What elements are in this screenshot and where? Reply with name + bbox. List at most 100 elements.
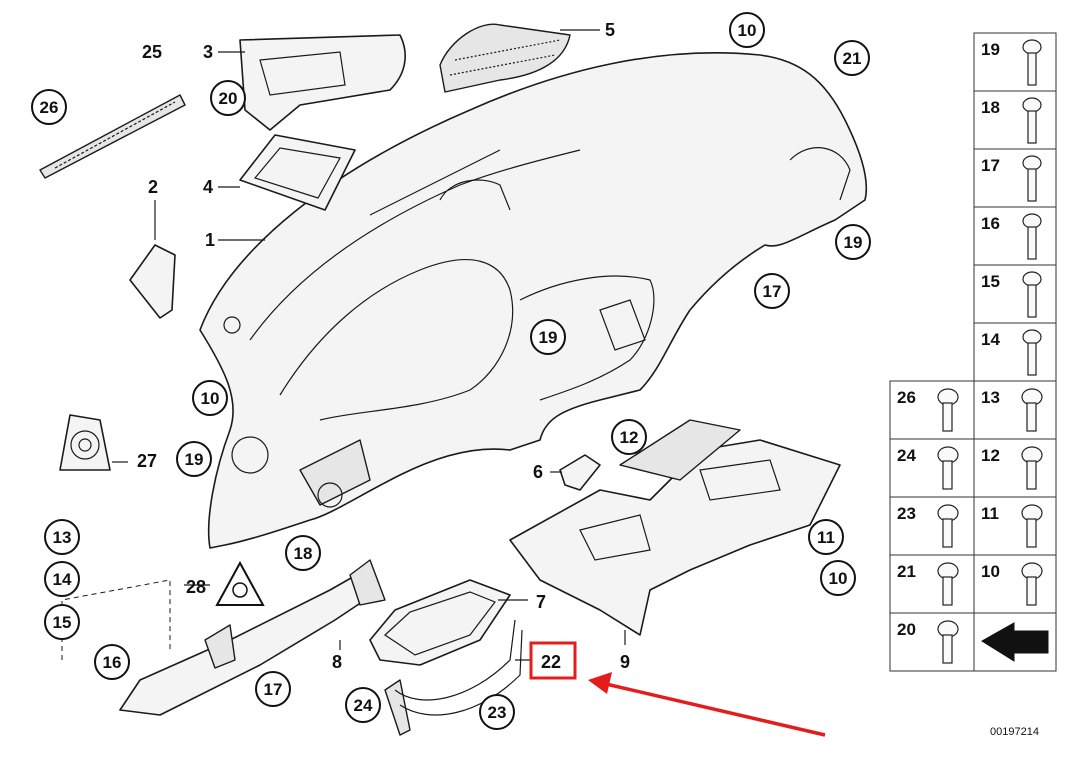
callout-number: 18 <box>294 544 313 563</box>
callout-number: 15 <box>53 613 72 632</box>
retaining-strap-part <box>384 619 523 736</box>
callout-circle <box>729 12 765 48</box>
callout-circle <box>44 519 80 555</box>
callout-circle <box>255 671 291 707</box>
hardware-number: 13 <box>981 388 1000 407</box>
hardware-cell-arrow <box>973 612 1057 672</box>
callout-circle <box>94 644 130 680</box>
callout-3: 3 <box>203 42 213 62</box>
screw-head-icon <box>1022 329 1042 345</box>
hardware-number: 10 <box>981 562 1000 581</box>
speaker-grille-part <box>439 23 571 93</box>
callout-number: 19 <box>539 328 558 347</box>
fastener-shank-icon <box>1026 576 1037 606</box>
callout-19: 19 <box>835 224 871 260</box>
lower-panel-part <box>509 419 841 636</box>
hardware-cell-13: 13 <box>973 380 1057 440</box>
callout-number: 27 <box>137 451 157 471</box>
fastener-shank-icon <box>942 634 953 664</box>
callout-number: 10 <box>201 389 220 408</box>
hardware-number: 21 <box>897 562 916 581</box>
callout-circle <box>530 319 566 355</box>
side-trim-part <box>129 244 176 319</box>
callout-number: 25 <box>142 42 162 62</box>
callout-number: 19 <box>844 233 863 252</box>
hardware-cell-10: 10 <box>973 554 1057 614</box>
screw-head-icon <box>1022 271 1042 287</box>
screw-head-icon <box>1022 97 1042 113</box>
fastener-shank-icon <box>942 402 953 432</box>
screw-head-icon <box>1022 155 1042 171</box>
screw-shank-icon <box>1027 226 1037 260</box>
callout-10: 10 <box>729 12 765 48</box>
reference-number: 00197214 <box>990 726 1039 738</box>
hardware-number: 20 <box>897 620 916 639</box>
callout-number: 10 <box>738 21 757 40</box>
hardware-number: 17 <box>981 156 1000 175</box>
hardware-number: 23 <box>897 504 916 523</box>
callout-23: 23 <box>479 694 515 730</box>
callout-number: 4 <box>203 177 213 197</box>
hardware-cell-19: 19 <box>973 32 1057 92</box>
callout-1: 1 <box>205 230 215 250</box>
callout-number: 5 <box>605 20 615 40</box>
callout-number: 20 <box>219 89 238 108</box>
callout-20: 20 <box>210 80 246 116</box>
fastener-shank-icon <box>942 576 953 606</box>
hardware-cell-21: 21 <box>889 554 975 614</box>
callout-circle <box>176 441 212 477</box>
callout-number: 8 <box>332 652 342 672</box>
screw-shank-icon <box>1027 342 1037 376</box>
knob-housing-part <box>59 414 111 471</box>
fastener-shank-icon <box>1026 460 1037 490</box>
callout-number: 26 <box>40 98 59 117</box>
callout-27: 27 <box>137 451 157 471</box>
callout-number: 7 <box>536 592 546 612</box>
callout-number: 9 <box>620 652 630 672</box>
callout-circle <box>285 535 321 571</box>
hardware-cell-12: 12 <box>973 438 1057 498</box>
callout-circle <box>345 687 381 723</box>
callout-number: 16 <box>103 653 122 672</box>
callout-21: 21 <box>834 40 870 76</box>
hardware-number: 11 <box>981 504 999 523</box>
screw-head-icon <box>1022 39 1042 55</box>
storage-tray-part <box>369 579 511 666</box>
callout-number: 14 <box>53 570 72 589</box>
warning-label-part <box>215 560 265 606</box>
hardware-number: 24 <box>897 446 916 465</box>
callout-number: 23 <box>488 703 507 722</box>
callout-11: 11 <box>808 519 844 555</box>
fastener-shank-icon <box>1026 518 1037 548</box>
callout-number: 2 <box>148 177 158 197</box>
callout-22: 22 <box>541 652 561 672</box>
callout-circle <box>479 694 515 730</box>
hardware-cell-26: 26 <box>889 380 975 440</box>
callout-circle <box>611 419 647 455</box>
callout-10: 10 <box>820 560 856 596</box>
callout-circle <box>44 561 80 597</box>
callout-4: 4 <box>203 177 213 197</box>
callout-circle <box>808 519 844 555</box>
hardware-cell-23: 23 <box>889 496 975 556</box>
callout-7: 7 <box>536 592 546 612</box>
lower-trim-part <box>119 559 386 716</box>
callout-circle <box>210 80 246 116</box>
screw-shank-icon <box>1027 284 1037 318</box>
bracket-part <box>559 454 601 491</box>
hardware-cell-14: 14 <box>973 322 1057 382</box>
hardware-number: 15 <box>981 272 1000 291</box>
callout-circle <box>31 89 67 125</box>
hardware-cell-20: 20 <box>889 612 975 672</box>
callout-circle <box>834 40 870 76</box>
screw-head-icon <box>1022 213 1042 229</box>
hardware-number: 16 <box>981 214 1000 233</box>
hardware-number: 18 <box>981 98 1000 117</box>
hardware-cell-24: 24 <box>889 438 975 498</box>
callout-19: 19 <box>530 319 566 355</box>
callout-12: 12 <box>611 419 647 455</box>
hardware-cell-18: 18 <box>973 90 1057 150</box>
